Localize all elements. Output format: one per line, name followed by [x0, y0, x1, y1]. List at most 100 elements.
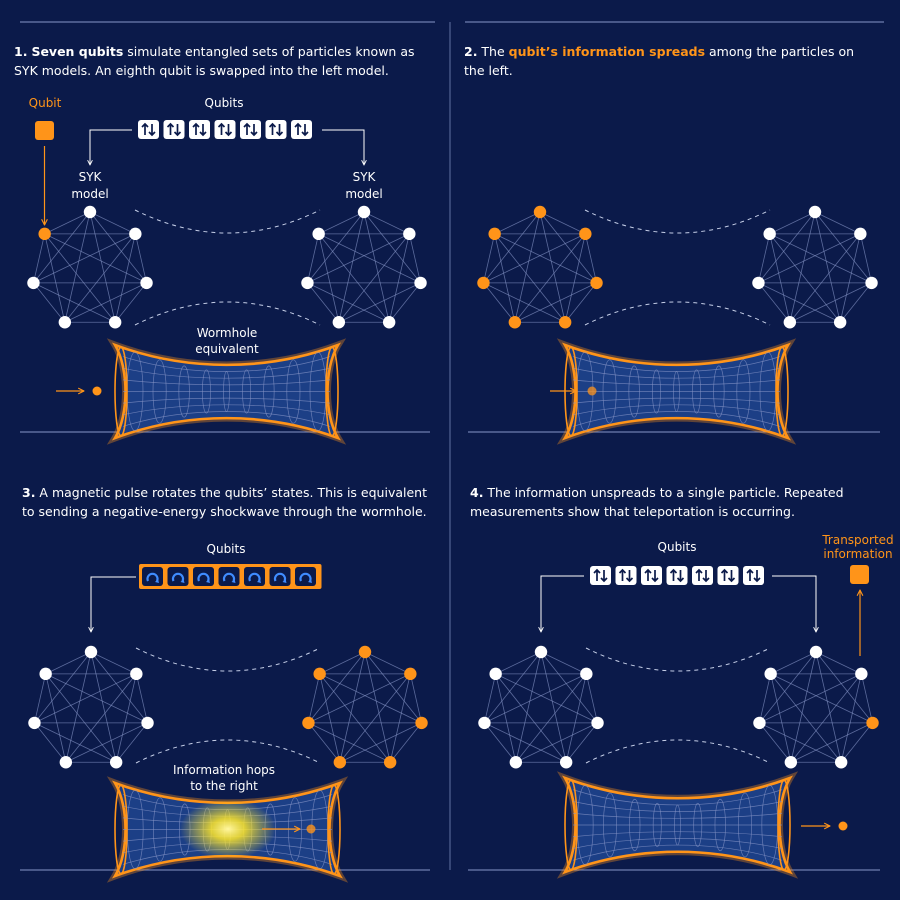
syk-network-right-4-link — [759, 673, 772, 723]
syk-network-left-1-particle — [58, 316, 72, 329]
qubit-row-3-cell — [295, 567, 316, 586]
syk-network-left-3-link — [45, 651, 92, 675]
syk-network-left-1-link — [44, 233, 116, 323]
rotation-icon-head — [180, 579, 185, 583]
syk-network-left-3-link — [90, 651, 137, 675]
syk-network-right-3-link — [308, 722, 341, 763]
info-dot-3 — [306, 824, 316, 834]
syk-network-left-4-link — [484, 673, 497, 723]
syk-network-left-1-particle — [129, 227, 142, 241]
qubits-label-3: Qubits — [207, 542, 246, 556]
syk-network-right-4 — [753, 645, 879, 769]
syk-network-left-4-link — [515, 651, 542, 763]
syk-network-left-2-link — [483, 233, 496, 283]
syk-network-left-1-link — [89, 211, 147, 284]
shockwave-glow — [180, 799, 276, 859]
up-down-arrows-icon — [192, 122, 207, 137]
syk-network-right-1-particle — [332, 316, 346, 329]
rotation-icon-head — [155, 579, 159, 583]
syk-network-right-4-link — [790, 651, 817, 763]
syk-network-left-1-link — [33, 233, 136, 284]
syk-network-right-3-link — [319, 651, 366, 675]
syk-network-right-1-link — [318, 233, 421, 284]
wormhole-4-mesh-ring — [629, 798, 641, 852]
wormhole-1-mesh-line — [122, 379, 331, 386]
syk-network-right-4-particle — [784, 756, 798, 769]
syk-network-left-4-link — [540, 651, 587, 675]
syk-network-left-2-link — [539, 211, 597, 284]
syk-network-right-2-particle — [783, 316, 797, 329]
wormhole-4-mesh-line — [572, 801, 783, 812]
wormhole-2-mesh-line — [572, 404, 781, 416]
wormhole-1-mesh-ring — [242, 369, 252, 414]
syk-network-left-3-particle — [109, 756, 123, 769]
syk-network-right-2-link — [758, 282, 841, 323]
qubit-row-1-cell — [265, 120, 287, 139]
syk-network-left-1-link — [89, 211, 116, 323]
wormhole-2-mesh-ring — [628, 365, 640, 418]
syk-network-left-4-link — [515, 722, 598, 763]
syk-network-left-3-particle — [59, 756, 73, 769]
caption-step-3-text: A magnetic pulse rotates the qubits’ sta… — [22, 485, 427, 519]
syk-network-left-2-link — [564, 282, 597, 323]
dynamic-elements — [27, 120, 879, 883]
rotation-icon-head — [308, 579, 312, 583]
syk-network-right-3-link — [308, 722, 391, 763]
up-down-arrows-icon — [695, 568, 710, 583]
syk-network-right-2-link — [814, 211, 841, 323]
caption-step-2: 2. The qubit’s information spreads among… — [464, 42, 874, 80]
syk-network-right-2-link — [758, 233, 861, 284]
syk-network-right-3-particle — [302, 716, 315, 730]
syk-network-right-3-link — [364, 651, 391, 763]
wormhole-label-1: Wormhole — [197, 326, 258, 340]
syk-network-right-4-link — [840, 722, 873, 763]
wormhole-4-mesh-line — [572, 812, 783, 819]
syk-network-right-3-link — [339, 722, 422, 763]
syk-network-right-2-link — [758, 282, 791, 323]
syk-network-left-3-link — [115, 673, 137, 763]
syk-network-right-3-particle — [333, 756, 347, 769]
syk-network-right-4-link — [815, 651, 862, 675]
qubit-row-3-cell — [167, 567, 189, 586]
syk-network-left-3-particle — [39, 667, 52, 681]
qubit-row-3-cell — [269, 567, 291, 586]
syk-network-right-3-link — [319, 673, 341, 763]
syk-network-left-2-link — [584, 233, 597, 283]
syk-network-left-4-link — [484, 673, 587, 724]
syk-network-right-2-link — [769, 211, 816, 235]
qubit-row-3 — [139, 564, 322, 589]
syk-network-right-4-link — [790, 722, 873, 763]
qubit-row-4-cell — [717, 566, 739, 585]
syk-network-right-3-link — [308, 651, 366, 724]
qubit-row-1-cell — [138, 120, 159, 139]
syk-network-left-4-particle — [489, 667, 502, 681]
syk-network-left-1-particle — [108, 316, 122, 329]
syk-network-right-1-particle — [403, 227, 416, 241]
syk-network-left-1-link — [64, 233, 136, 323]
syk-network-right-3-link — [409, 673, 422, 723]
syk-network-right-3 — [302, 645, 428, 769]
syk-network-right-2-particle — [865, 276, 878, 290]
wormhole-label-2: equivalent — [195, 342, 259, 356]
wormhole-4-mesh-ring — [693, 802, 703, 848]
syk-network-left-1-link — [44, 233, 66, 323]
syk-network-left-4-link — [495, 673, 517, 763]
wormhole-4-mesh-ring — [652, 802, 662, 848]
qubit-label: Qubit — [29, 96, 62, 110]
syk-network-left-4-particle — [534, 645, 548, 659]
syk-network-right-3-link — [389, 673, 411, 763]
qubit-row-1-cell — [189, 120, 210, 139]
syk-network-left-1-link — [114, 233, 136, 323]
syk-network-right-2 — [752, 205, 878, 329]
syk-network-left-2-link — [494, 233, 516, 323]
qubit-row-3-cell — [218, 567, 240, 586]
syk-network-right-2-particle — [833, 316, 847, 329]
syk-network-left-1-link — [33, 282, 116, 323]
frame — [20, 21, 884, 871]
syk-right-label-2: model — [345, 187, 382, 201]
syk-network-left-1-link — [134, 233, 147, 283]
syk-network-right-4-link — [759, 722, 792, 763]
qubit-row-1-cell — [163, 120, 185, 139]
syk-network-left-2-particle — [508, 316, 522, 329]
